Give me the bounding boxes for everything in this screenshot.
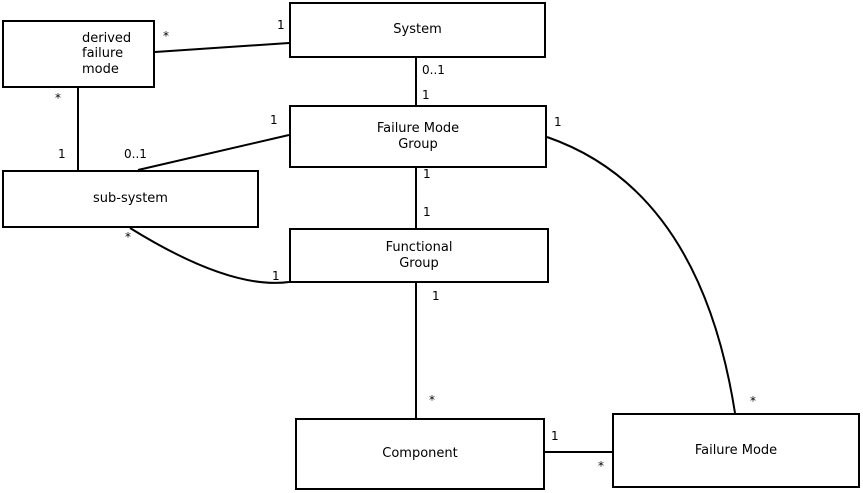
class-name-label: Component	[382, 446, 458, 462]
class-name-label: Failure Mode Group	[376, 121, 460, 152]
association-derived-failure-mode--system	[154, 42, 290, 53]
multiplicity-m-fmg-to-system-one: 1	[422, 88, 430, 102]
class-box-failure-mode-group[interactable]: Failure Mode Group	[289, 105, 547, 168]
multiplicity-m-dfm-to-subsystem-star: *	[55, 91, 61, 105]
association-sub-system--functional-group	[129, 227, 290, 284]
class-name-label: Functional Group	[385, 240, 453, 271]
class-name-label: derived failure mode	[82, 31, 132, 77]
multiplicity-m-subsystem-to-fg-star: *	[125, 230, 131, 244]
multiplicity-m-system-to-fmg-zero-one: 0..1	[422, 63, 445, 77]
class-name-label: Failure Mode	[694, 442, 778, 458]
multiplicity-m-fg-to-subsystem-one: 1	[272, 269, 280, 283]
multiplicity-m-fmg-to-fg-one: 1	[423, 167, 431, 181]
class-box-derived-failure-mode[interactable]: derived failure mode	[2, 20, 155, 88]
multiplicity-m-fm-to-component-star: *	[598, 459, 604, 473]
association-failure-mode-group--failure-mode	[546, 136, 736, 414]
multiplicity-m-subsystem-to-dfm-one: 1	[58, 147, 66, 161]
multiplicity-m-subsystem-to-fmg-zero-one: 0..1	[124, 147, 147, 161]
association-sub-system--failure-mode-group	[137, 134, 290, 171]
multiplicity-m-component-to-fg-star: *	[429, 393, 435, 407]
class-box-failure-mode[interactable]: Failure Mode	[612, 413, 860, 488]
multiplicity-m-fg-to-component-one: 1	[432, 289, 440, 303]
class-name-label: System	[393, 22, 442, 38]
multiplicity-m-fm-to-fmg-star: *	[750, 394, 756, 408]
class-box-component[interactable]: Component	[295, 418, 545, 490]
multiplicity-m-dfm-to-system-star: *	[163, 29, 169, 43]
class-box-sub-system[interactable]: sub-system	[2, 170, 259, 228]
class-box-functional-group[interactable]: Functional Group	[289, 228, 549, 283]
multiplicity-m-system-to-dfm-one: 1	[277, 18, 285, 32]
multiplicity-m-fmg-to-subsystem-one: 1	[270, 113, 278, 127]
class-box-system[interactable]: System	[289, 2, 546, 58]
multiplicity-m-fmg-to-fm-one: 1	[554, 115, 562, 129]
multiplicity-m-component-to-fm-one: 1	[551, 429, 559, 443]
multiplicity-m-fg-to-fmg-one: 1	[423, 205, 431, 219]
class-name-label: sub-system	[93, 191, 168, 207]
